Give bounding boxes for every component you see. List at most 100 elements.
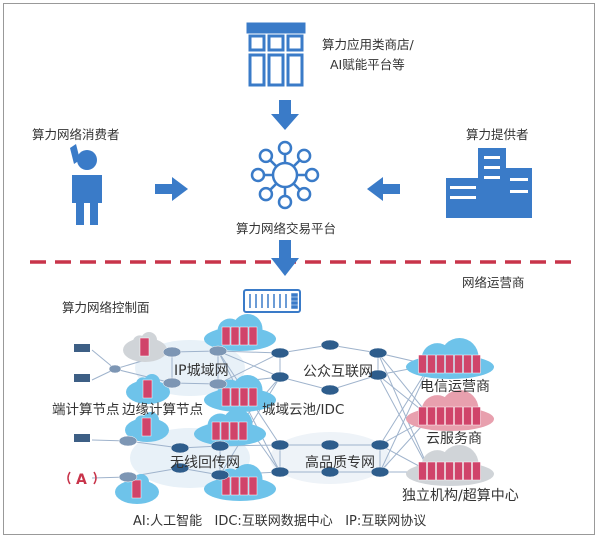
arrow-right-icon	[155, 177, 188, 201]
server-rack-icon	[418, 354, 427, 374]
app-store-icon	[246, 22, 306, 87]
terminal-node-label: 端计算节点	[52, 402, 120, 418]
router-icon	[270, 466, 290, 478]
arrow-down-icon	[271, 240, 299, 276]
router-icon	[320, 384, 340, 396]
network-link	[217, 350, 281, 354]
server-rack-icon	[472, 354, 481, 374]
consumer-label: 算力网络消费者	[32, 127, 120, 142]
server-rack-icon	[248, 476, 258, 496]
router-icon	[210, 440, 230, 452]
server-rack-icon	[248, 387, 258, 407]
hub-node	[296, 148, 312, 164]
cloud-datacenter	[194, 409, 266, 446]
server-rack-icon	[141, 417, 152, 437]
server-rack-icon	[142, 379, 153, 399]
server-rack-icon	[427, 406, 436, 426]
network-link	[217, 352, 281, 385]
hub-node	[258, 186, 274, 202]
server-rack-icon	[445, 354, 454, 374]
app-store-label: 算力应用类商店/	[322, 37, 414, 52]
server-rack-icon	[131, 479, 142, 499]
cloud-datacenter	[204, 375, 276, 412]
hub-node	[277, 140, 293, 156]
person-icon	[70, 144, 102, 225]
server-rack-icon	[436, 406, 445, 426]
hub-node	[296, 186, 312, 202]
hub-node	[258, 148, 274, 164]
cloud-datacenter	[126, 374, 170, 404]
server-rack-icon	[445, 461, 454, 481]
router-icon	[118, 471, 138, 483]
server-rack-icon	[445, 406, 454, 426]
network-link	[379, 364, 431, 446]
controller-slot	[291, 305, 298, 309]
cloud-datacenter	[125, 412, 169, 442]
arrow-left-icon	[367, 177, 400, 201]
cloud-datacenter	[204, 314, 276, 351]
network-link	[377, 352, 431, 418]
server-rack-icon	[463, 406, 472, 426]
public-internet-label: 公众互联网	[303, 364, 373, 380]
server-rack-icon	[230, 476, 240, 496]
server-rack-icon	[211, 421, 221, 441]
router-icon	[170, 462, 190, 474]
router-icon	[368, 369, 388, 381]
server-rack-icon	[463, 354, 472, 374]
premium-private-label: 高品质专网	[305, 455, 375, 471]
router-icon	[370, 439, 390, 451]
server-rack-icon	[472, 406, 481, 426]
server-rack-icon	[463, 461, 472, 481]
frame-border	[3, 3, 595, 535]
network-link	[379, 364, 431, 473]
cloud-provider-label: 云服务商	[426, 431, 482, 447]
server-rack-icon	[436, 354, 445, 374]
building-icon	[446, 148, 532, 218]
network-link	[217, 350, 281, 378]
server-rack-icon	[239, 387, 249, 407]
cloud-datacenter	[204, 464, 276, 501]
router-icon	[162, 377, 182, 389]
server-rack-icon	[139, 337, 150, 357]
router-icon	[208, 378, 228, 390]
controller-slot	[291, 297, 298, 301]
trading-platform-label: 算力网络交易平台	[236, 221, 337, 236]
server-rack-icon	[230, 387, 240, 407]
server-rack-icon	[472, 461, 481, 481]
router-icon	[270, 347, 290, 359]
edge-node-label: 边缘计算节点	[122, 402, 203, 418]
server-rack-icon	[221, 326, 231, 346]
legend-text: AI:人工智能 IDC:互联网数据中心 IP:互联网协议	[133, 514, 427, 529]
antenna-waves-icon	[67, 471, 97, 485]
server-rack-icon	[454, 354, 463, 374]
hub-center	[271, 161, 299, 189]
provider-label: 算力提供者	[466, 127, 529, 142]
server-rack-icon	[436, 461, 445, 481]
server-rack-icon	[221, 387, 231, 407]
router-icon	[108, 364, 122, 374]
controller-slot	[291, 301, 298, 305]
server-rack-icon	[454, 406, 463, 426]
router-icon	[368, 347, 388, 359]
terminal-device-icon	[74, 344, 90, 352]
wireless-backhaul-label: 无线回传网	[170, 455, 240, 471]
router-icon	[370, 466, 390, 478]
supercomputing-label: 独立机构/超算中心	[402, 488, 519, 504]
server-rack-icon	[229, 421, 239, 441]
server-rack-icon	[230, 326, 240, 346]
server-rack-icon	[427, 354, 436, 374]
router-icon	[170, 442, 190, 454]
router-icon	[162, 346, 182, 358]
router-icon	[210, 469, 230, 481]
hub-node	[304, 167, 320, 183]
network-link	[377, 374, 431, 473]
router-icon	[270, 439, 290, 451]
router-icon	[320, 466, 340, 478]
router-icon	[320, 439, 340, 451]
antenna-icon: A	[76, 472, 87, 488]
server-rack-icon	[454, 461, 463, 481]
cloud-datacenter	[406, 445, 494, 486]
router-icon	[208, 345, 228, 357]
